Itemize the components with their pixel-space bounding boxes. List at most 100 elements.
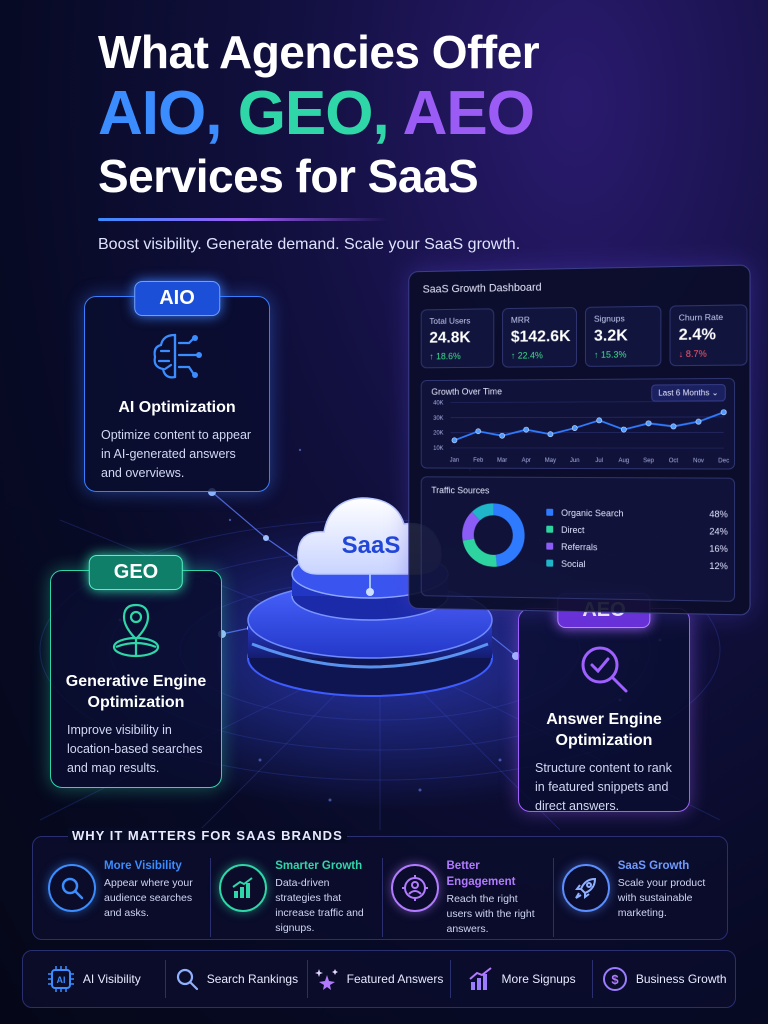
benefit-name: SaaS Growth — [617, 860, 690, 872]
search-check-icon — [581, 646, 628, 693]
title-aeo: AEO — [402, 79, 535, 148]
benefit-description: Scale your product with sustainable mark… — [617, 877, 706, 919]
benefit-name: Better Engagement — [446, 860, 516, 888]
growth-data-point — [721, 410, 726, 415]
benefit-more-visibility: More Visibility Appear where your audien… — [40, 858, 212, 937]
growth-data-point — [646, 421, 651, 426]
x-tick-label: Jun — [570, 458, 580, 464]
aio-badge: AIO — [134, 281, 220, 316]
chip-search-rankings: Search Rankings — [166, 960, 309, 998]
kpi-label: Signups — [593, 313, 625, 324]
benefit-better-engagement: Better Engagement Reach the right users … — [383, 858, 554, 937]
rocket-icon — [561, 864, 610, 912]
ai-chip-text: AI — [56, 975, 65, 985]
benefit-name: Smarter Growth — [275, 860, 363, 872]
target-user-icon — [390, 864, 439, 912]
legend-name: Social — [561, 558, 586, 569]
legend-percent: 48% — [709, 508, 728, 519]
traffic-sources-title: Traffic Sources — [431, 485, 490, 496]
kpi-churn-rate: Churn Rate 2.4% ↓ 8.7% — [669, 304, 748, 367]
kpi-delta: ↓ 8.7% — [678, 348, 707, 360]
kpi-value: $142.6K — [510, 328, 571, 346]
geo-card[interactable]: GEO Generative Engine Optimization Impro… — [50, 555, 222, 788]
legend-swatch — [546, 525, 554, 533]
kpi-value: 2.4% — [678, 326, 716, 344]
x-tick-label: Jul — [595, 458, 603, 464]
legend-name: Referrals — [561, 541, 598, 552]
benefit-description: Data-driven strategies that increase tra… — [275, 877, 364, 934]
x-tick-label: May — [545, 458, 556, 464]
kpi-row: Total Users 24.8K ↑ 18.6% MRR $142.6K ↑ … — [420, 304, 748, 369]
brain-circuit-icon — [153, 333, 202, 379]
y-tick-label: 20K — [433, 431, 443, 437]
title-geo: GEO, — [237, 79, 390, 148]
svg-text:$: $ — [611, 972, 619, 987]
legend-percent: 12% — [709, 560, 728, 571]
kpi-total-users: Total Users 24.8K ↑ 18.6% — [420, 308, 495, 369]
why-it-matters-title: WHY IT MATTERS FOR SAAS BRANDS — [68, 828, 347, 843]
chip-label: Business Growth — [635, 972, 727, 986]
aeo-description: Structure content to rank in featured sn… — [535, 761, 672, 813]
chip-featured-answers: Featured Answers — [308, 960, 451, 998]
growth-series-line — [454, 412, 723, 440]
kpi-label: Churn Rate — [678, 311, 724, 323]
growth-data-point — [548, 432, 553, 437]
legend-percent: 24% — [709, 525, 728, 537]
kpi-delta: ↑ 18.6% — [429, 351, 461, 362]
traffic-sources-panel: Traffic Sources Organic Search 48% Direct… — [420, 476, 736, 602]
legend-row: Social 12% — [546, 555, 728, 575]
aio-description: Optimize content to appear in AI-generat… — [101, 428, 252, 480]
kpi-delta: ↑ 15.3% — [593, 349, 627, 360]
kpi-mrr: MRR $142.6K ↑ 22.4% — [502, 306, 577, 368]
x-tick-label: Oct — [669, 458, 679, 464]
x-tick-label: Aug — [618, 458, 629, 464]
title-line-3: Services for SaaS — [98, 150, 479, 202]
title-divider — [98, 218, 388, 221]
title-line-2: AIO, GEO, AEO — [98, 80, 718, 148]
benefit-saas-growth: SaaS Growth Scale your product with sust… — [554, 858, 724, 937]
aeo-card[interactable]: AEO Answer Engine Optimization Structure… — [518, 593, 690, 813]
y-tick-label: 40K — [433, 401, 443, 407]
search-icon — [48, 864, 96, 912]
benefits-row: More Visibility Appear where your audien… — [40, 858, 724, 937]
chip-more-signups: More Signups — [451, 960, 594, 998]
title-line-1: What Agencies Offer — [98, 26, 540, 78]
x-tick-label: Feb — [473, 458, 484, 464]
chip-ai-visibility: AI AI Visibility — [23, 960, 166, 998]
hub-label: SaaS — [341, 532, 401, 559]
grid-line — [451, 401, 724, 402]
aio-card[interactable]: AIO AI Optimization Optimize content to … — [84, 281, 270, 492]
aio-name: AI Optimization — [118, 399, 236, 416]
search-icon — [176, 968, 198, 991]
kpi-value: 24.8K — [429, 329, 471, 347]
geo-badge: GEO — [88, 555, 184, 590]
benefit-name: More Visibility — [104, 860, 182, 872]
bottom-features-bar: AI AI Visibility Search Rankings Feature… — [22, 950, 736, 1008]
donut-slice — [468, 540, 496, 561]
growth-data-point — [597, 418, 602, 423]
donut-slice — [493, 509, 518, 561]
benefit-description: Appear where your audience searches and … — [104, 877, 193, 919]
growth-data-point — [476, 429, 481, 434]
chip-label: Search Rankings — [206, 972, 299, 986]
dollar-coin-icon: $ — [602, 967, 627, 991]
why-it-matters-panel — [32, 836, 728, 940]
growth-data-point — [696, 419, 701, 424]
kpi-value: 3.2K — [593, 327, 628, 345]
legend-percent: 16% — [709, 543, 728, 554]
benefit-description: Reach the right users with the right ans… — [446, 893, 535, 935]
y-tick-label: 10K — [433, 446, 443, 452]
growth-data-point — [671, 424, 676, 429]
map-pin-globe-icon — [112, 603, 160, 658]
chip-label: AI Visibility — [82, 972, 141, 986]
ai-chip-icon: AI — [47, 966, 74, 992]
geo-name: Generative Engine Optimization — [65, 673, 207, 711]
chip-label: More Signups — [501, 972, 576, 986]
bar-chart-growth-icon — [219, 864, 268, 912]
legend-name: Organic Search — [561, 507, 624, 518]
x-tick-label: Jan — [450, 458, 459, 464]
benefit-smarter-growth: Smarter Growth Data-driven strategies th… — [211, 858, 383, 937]
